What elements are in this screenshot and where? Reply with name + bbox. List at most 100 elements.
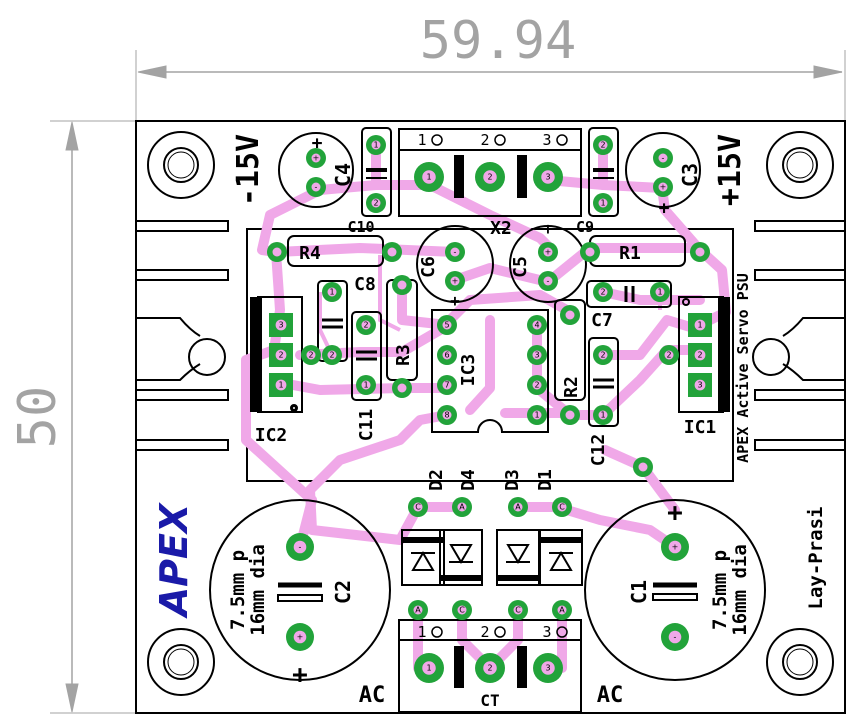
c5-plus: + [543, 219, 553, 238]
d1-label: D1 [535, 469, 556, 491]
c6-label: C6 [418, 256, 439, 278]
pad-mark: 1 [363, 381, 368, 390]
board-title-label: APEX Active Servo PSU [734, 273, 752, 463]
pad-hole [541, 661, 555, 675]
pad-hole [457, 605, 467, 615]
pad-mark: A [459, 503, 465, 512]
pad-mark: 1 [534, 411, 539, 420]
pad-mark: 1 [697, 321, 702, 330]
pad-hole [397, 280, 407, 290]
pad-mark: 2 [600, 351, 605, 360]
pad-mark: 2 [487, 664, 492, 673]
pad-hole [442, 410, 452, 420]
pad-mark: 7 [444, 381, 449, 390]
pad-hole [422, 170, 436, 184]
pad-mark: C [415, 503, 421, 512]
c3-plus: + [659, 198, 670, 219]
cap-right-spec-2: 16mm dia [729, 544, 751, 636]
pad-hole [327, 287, 337, 297]
c2-label: C2 [331, 580, 355, 604]
silkscreen-labels: -15V +15V C4 C3 + + C10 C9 X2 R4 R1 C6 C… [152, 131, 827, 710]
cap-left-spec-1: 7.5mm p [227, 550, 249, 630]
pad-hole [327, 350, 337, 360]
pad-mark: 3 [278, 321, 283, 330]
pad-mark: A [559, 606, 565, 615]
ic1-label: IC1 [684, 417, 717, 438]
pad-mark: 1 [426, 173, 431, 182]
pad-hole [397, 383, 407, 393]
c5-label: C5 [510, 256, 531, 278]
pad-hole [557, 605, 567, 615]
pad-hole [585, 247, 595, 257]
pad-hole [450, 247, 460, 257]
pad-hole [272, 247, 282, 257]
pad-mark: C [459, 606, 465, 615]
pad-mark: 2 [534, 381, 539, 390]
pad-mark: 3 [545, 664, 550, 673]
r4-label: R4 [299, 243, 321, 264]
x1-pin2-label: 2 [480, 623, 489, 641]
ic3-label: IC3 [458, 354, 479, 387]
pad-mark: 1 [600, 199, 605, 208]
pad-hole [694, 349, 706, 361]
pad-mark: 2 [600, 141, 605, 150]
author-label: Lay-Prasi [805, 507, 827, 610]
pad-hole [311, 182, 321, 192]
pad-hole [598, 410, 608, 420]
c2-plus: + [292, 660, 308, 690]
pad-mark: 1 [426, 664, 431, 673]
d3-label: D3 [502, 469, 523, 491]
pad-hole [543, 247, 553, 257]
x2-pin3-label: 3 [542, 131, 551, 149]
r1-label: R1 [619, 243, 641, 264]
pad-mark: - [547, 277, 550, 286]
pos-rail-label: +15V [713, 134, 748, 206]
pad-mark: 1 [278, 381, 283, 390]
regulator-tabs [250, 297, 730, 412]
dimension-height [50, 120, 136, 714]
pad-mark: 2 [697, 351, 702, 360]
pad-hole [422, 661, 436, 675]
pad-hole [565, 410, 575, 420]
pad-mark: + [545, 248, 552, 257]
d4-label: D4 [458, 469, 479, 491]
pad-hole [483, 661, 497, 675]
pad-hole [541, 170, 555, 184]
pad-mark: 6 [444, 351, 449, 360]
x2-pin1-label: 1 [417, 131, 426, 149]
pad-hole [695, 247, 705, 257]
pad-hole [361, 320, 371, 330]
c6-plus: + [450, 291, 460, 310]
terminal-bars [454, 155, 527, 688]
pad-mark: A [515, 503, 521, 512]
heatsink-right [754, 220, 845, 451]
pad-mark: 3 [697, 381, 702, 390]
apex-logo: APEX [152, 502, 196, 619]
x2-pin2-label: 2 [480, 131, 489, 149]
pad-hole [668, 630, 682, 644]
pad-mark: 3 [545, 173, 550, 182]
pad-mark: - [674, 633, 677, 642]
c10-label: C10 [347, 218, 374, 236]
pad-hole [413, 502, 423, 512]
pad-hole [413, 605, 423, 615]
pad-mark: 2 [278, 351, 283, 360]
pad-mark: 2 [666, 351, 671, 360]
x1-pin1-label: 1 [417, 623, 426, 641]
heatsink-left [136, 220, 229, 451]
pad-mark: 5 [444, 321, 449, 330]
pad-mark: + [660, 183, 667, 192]
c7-label: C7 [591, 310, 613, 331]
pad-mark: C [515, 606, 521, 615]
pad-hole [658, 182, 668, 192]
pad-mark: 1 [657, 288, 662, 297]
c4-label: C4 [331, 163, 355, 187]
pad-hole [442, 380, 452, 390]
ac-right-label: AC [597, 683, 624, 708]
pad-mark: 2 [329, 351, 334, 360]
neg-rail-label: -15V [231, 134, 266, 206]
pad-mark: - [662, 154, 665, 163]
cap-plates [277, 168, 698, 602]
pad-mark: 8 [444, 411, 449, 420]
